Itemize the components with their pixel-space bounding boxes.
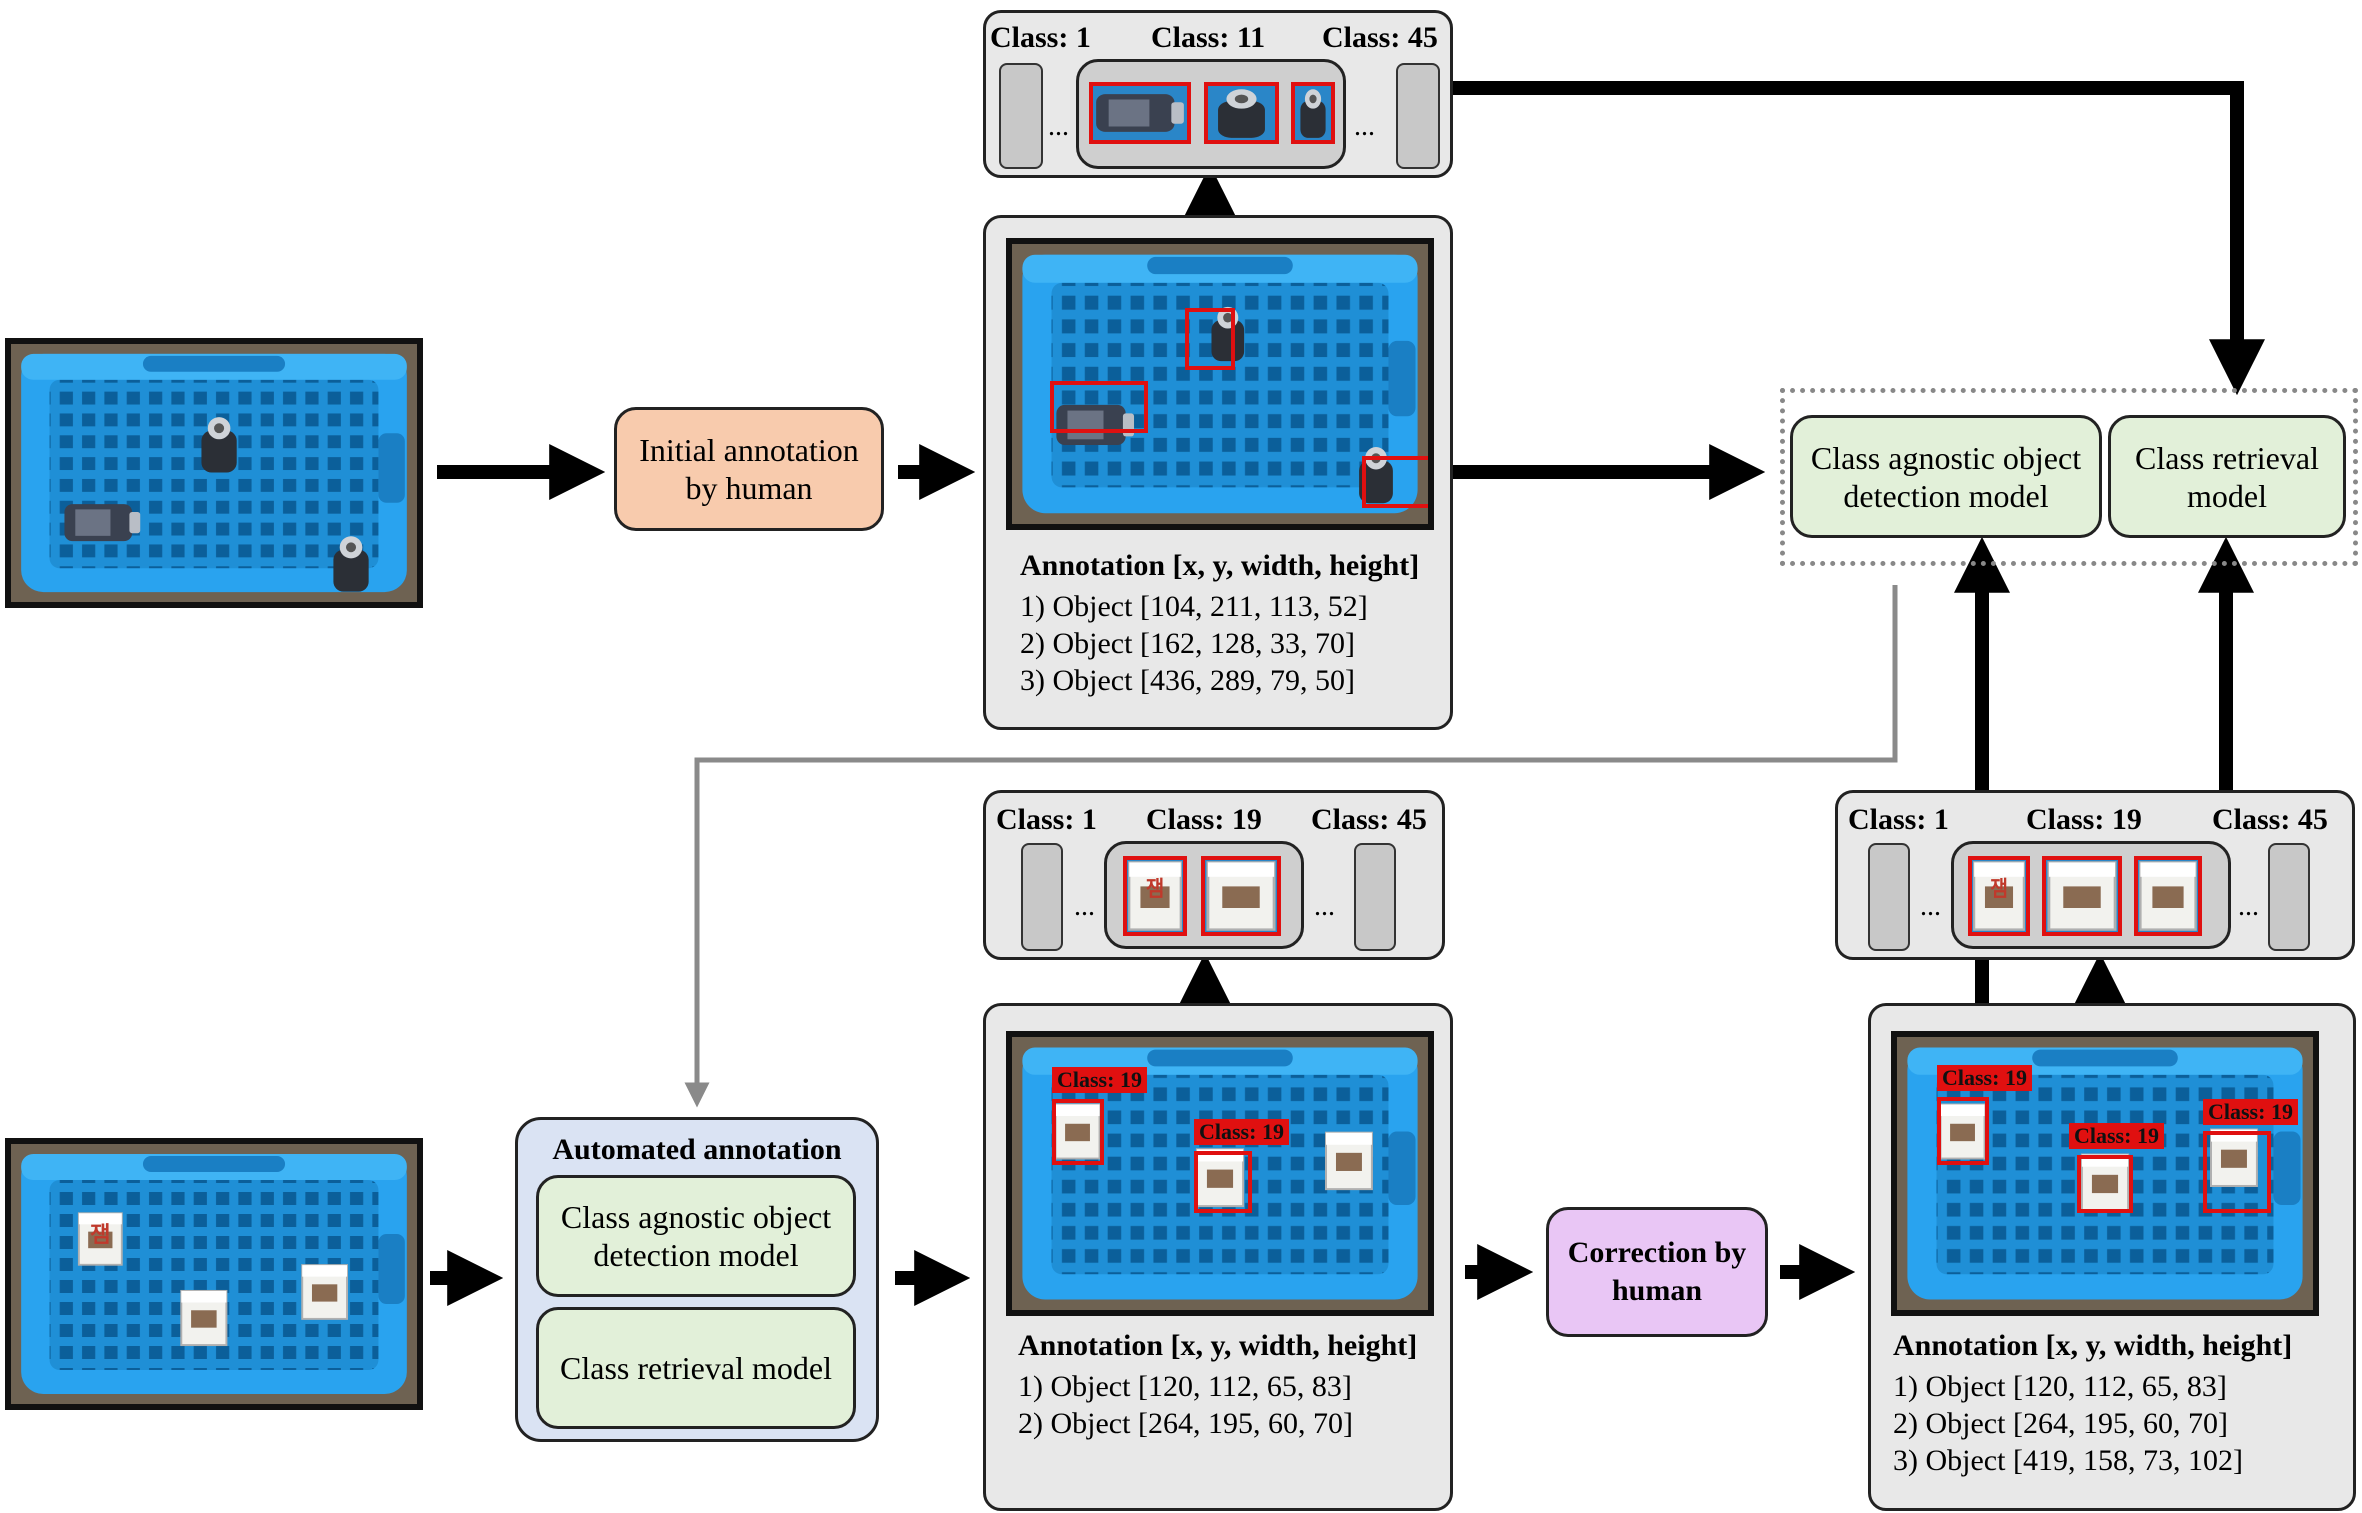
automated-retrieval-node: Class retrieval model	[536, 1307, 856, 1429]
automated-retrieval-label: Class retrieval model	[560, 1350, 832, 1386]
initial-annotation-label: Initial annotation by human	[639, 432, 859, 506]
retrieval-model-node: Class retrieval model	[2108, 415, 2346, 538]
final-bbox-label-3: Class: 19	[2203, 1099, 2298, 1125]
detection-model-label: Class agnostic object detection model	[1810, 439, 2082, 514]
annotation-line-2: 2) Object [162, 128, 33, 70]	[1020, 627, 1355, 660]
mid-bbox-label-1: Class: 19	[1052, 1067, 1147, 1093]
mid-strip-class-label-right: Class: 45	[1311, 803, 1427, 836]
automated-annotation-group: Automated annotation Class agnostic obje…	[515, 1117, 879, 1442]
arrow-feedback-to-automated	[684, 585, 1898, 1108]
final-bbox-3	[2203, 1131, 2271, 1213]
raw-photo-1	[5, 338, 423, 608]
strip-class-label-right: Class: 45	[1322, 21, 1438, 54]
box-text: 잼	[90, 1222, 111, 1248]
final-annotation-line-1: 1) Object [120, 112, 65, 83]	[1893, 1370, 2227, 1403]
right-class-group: 잼	[1951, 841, 2231, 949]
right-thumb-text: 잼	[1990, 876, 2008, 901]
initial-annotation-node: Initial annotation by human	[614, 407, 884, 531]
right-class-slot-right	[2268, 843, 2310, 951]
right-strip-class-label-middle: Class: 19	[2026, 803, 2142, 836]
final-bbox-label-2: Class: 19	[2069, 1123, 2164, 1149]
mid-class-strip: Class: 1 Class: 19 Class: 45 ... 잼 ...	[983, 790, 1445, 960]
right-ellipsis-right: ...	[2238, 891, 2259, 922]
final-bbox-1	[1937, 1097, 1989, 1165]
bbox-object-3	[1362, 456, 1428, 508]
strip-class-label-left: Class: 1	[990, 21, 1091, 54]
annotated-photo-3: Class: 19 Class: 19 Class: 19	[1891, 1031, 2319, 1316]
mid-ellipsis-right: ...	[1314, 891, 1335, 922]
thumb-text: 잼	[1146, 876, 1165, 901]
mid-crop-thumb-1: 잼	[1123, 856, 1187, 936]
raw-photo-2: 잼	[5, 1138, 423, 1410]
final-bbox-label-1: Class: 19	[1937, 1065, 2032, 1091]
class-slot-right	[1396, 63, 1440, 169]
final-annotation-panel: Class: 19 Class: 19 Class: 19 Annotation…	[1868, 1003, 2356, 1511]
automated-detection-node: Class agnostic object detection model	[536, 1175, 856, 1297]
correction-node: Correction by human	[1546, 1207, 1768, 1337]
final-annotation-line-3: 3) Object [419, 158, 73, 102]	[1893, 1444, 2243, 1477]
correction-label: Correction by human	[1567, 1236, 1747, 1307]
mid-annotation-line-2: 2) Object [264, 195, 60, 70]	[1018, 1407, 1353, 1440]
detection-model-node: Class agnostic object detection model	[1790, 415, 2102, 538]
bbox-object-2	[1185, 308, 1235, 370]
mid-ellipsis-left: ...	[1074, 891, 1095, 922]
strip-class-label-middle: Class: 11	[1151, 21, 1266, 54]
final-bbox-2	[2077, 1155, 2133, 1213]
right-crop-thumb-3	[2134, 856, 2202, 936]
right-strip-class-label-left: Class: 1	[1848, 803, 1949, 836]
crop-thumb-bottle-2	[1291, 82, 1335, 144]
final-annotation-title: Annotation [x, y, width, height]	[1893, 1329, 2293, 1362]
right-crop-thumb-2	[2042, 856, 2122, 936]
class-slot-left	[999, 63, 1043, 169]
model-group	[1780, 388, 2358, 566]
mid-strip-class-label-middle: Class: 19	[1146, 803, 1262, 836]
annotation-line-1: 1) Object [104, 211, 113, 52]	[1020, 590, 1368, 623]
mid-class-group: 잼	[1104, 841, 1304, 949]
class-group-middle	[1076, 59, 1346, 169]
mid-bbox-2	[1194, 1151, 1252, 1213]
automated-detection-label: Class agnostic object detection model	[560, 1199, 832, 1273]
mid-class-slot-left	[1021, 843, 1063, 951]
bbox-object-1	[1050, 381, 1148, 433]
mid-bbox-1	[1052, 1099, 1104, 1165]
crop-thumb-bottle-1	[1204, 82, 1279, 144]
arrow-strip-to-retrieval	[1452, 81, 2265, 396]
final-annotation-line-2: 2) Object [264, 195, 60, 70]	[1893, 1407, 2228, 1440]
right-strip-class-label-right: Class: 45	[2212, 803, 2328, 836]
retrieval-model-label: Class retrieval model	[2135, 439, 2319, 514]
mid-strip-class-label-left: Class: 1	[996, 803, 1097, 836]
crop-thumb-can	[1089, 82, 1191, 144]
mid-class-slot-right	[1354, 843, 1396, 951]
right-class-strip: Class: 1 Class: 19 Class: 45 ... 잼 ...	[1835, 790, 2355, 960]
ellipsis-right: ...	[1354, 111, 1375, 142]
annotation-line-3: 3) Object [436, 289, 79, 50]	[1020, 664, 1355, 697]
mid-annotation-line-1: 1) Object [120, 112, 65, 83]	[1018, 1370, 1352, 1403]
top-annotation-panel: Annotation [x, y, width, height] 1) Obje…	[983, 215, 1453, 730]
mid-annotation-title: Annotation [x, y, width, height]	[1018, 1329, 1418, 1362]
annotation-title: Annotation [x, y, width, height]	[1020, 549, 1420, 582]
annotated-photo-2: Class: 19 Class: 19	[1006, 1031, 1434, 1316]
right-class-slot-left	[1868, 843, 1910, 951]
right-crop-thumb-1: 잼	[1968, 856, 2030, 936]
right-ellipsis-left: ...	[1920, 891, 1941, 922]
mid-annotation-panel: Class: 19 Class: 19 Annotation [x, y, wi…	[983, 1003, 1453, 1511]
mid-bbox-label-2: Class: 19	[1194, 1119, 1289, 1145]
ellipsis-left: ...	[1048, 111, 1069, 142]
mid-crop-thumb-2	[1201, 856, 1281, 936]
automated-title: Automated annotation	[552, 1133, 842, 1166]
annotated-photo-1	[1006, 238, 1434, 530]
top-class-strip: Class: 1 Class: 11 Class: 45 ... ...	[983, 10, 1453, 178]
